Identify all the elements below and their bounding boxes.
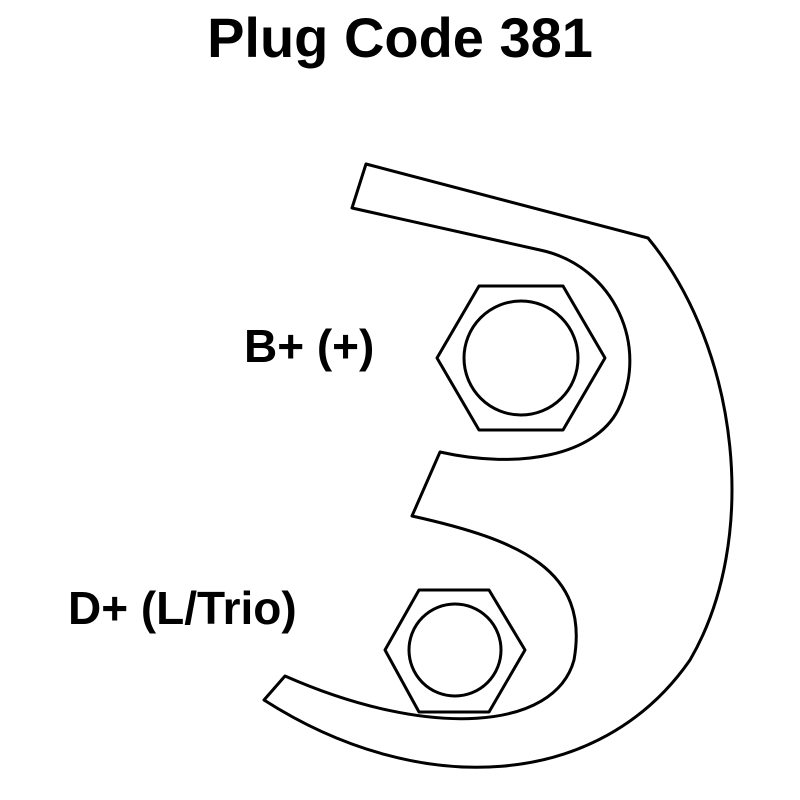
b-plus-hex-nut (435, 284, 607, 432)
d-plus-stud (407, 602, 503, 698)
d-plus-hex-nut (383, 588, 527, 714)
plug-housing-outline (262, 162, 734, 769)
d-plus-terminal-label: D+ (L/Trio) (68, 582, 297, 634)
diagram-title: Plug Code 381 (207, 6, 593, 69)
b-plus-terminal-label: B+ (+) (244, 320, 375, 372)
b-plus-stud (462, 299, 580, 417)
